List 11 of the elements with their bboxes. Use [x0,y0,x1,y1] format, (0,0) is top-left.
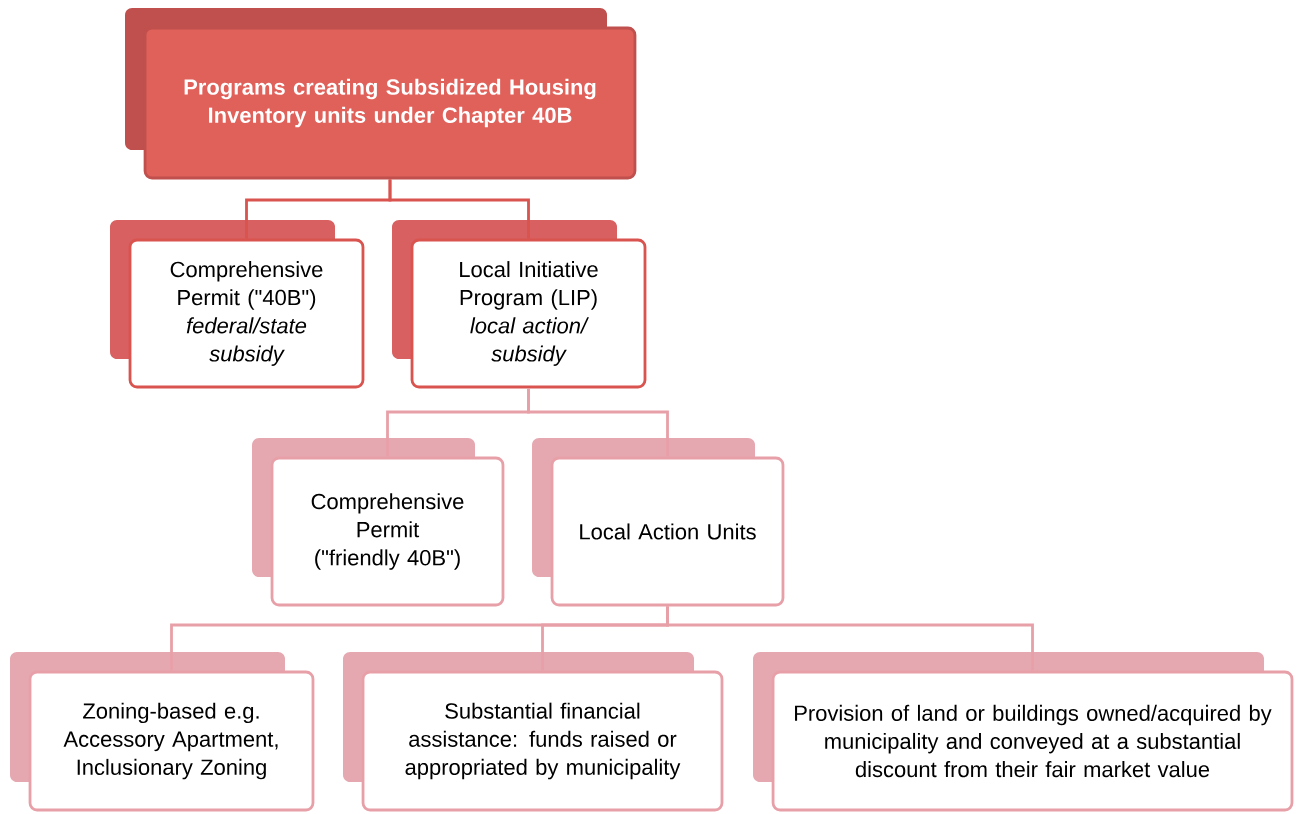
box: Provision of land or buildings owned/acquired by municipality and conveyed at a substantial discount from their fair market value [753,652,1294,812]
connector [388,179,530,239]
box: Zoning-based e.g. Accessory Apartment, Inclusionary Zoning [10,652,315,812]
connector [527,388,669,457]
box: Substantial financial assistance: funds raised or appropriated by municipality [343,652,724,812]
box: Comprehensive Permit ("friendly 40B") [252,438,505,607]
box: Programs creating Subsidized Housing Inventory units under Chapter 40B [125,8,637,180]
connector [666,606,1034,671]
box: Comprehensive Permit ("40B") federal/state subsidy [110,220,365,389]
box: Local Initiative Program (LIP) local action/ subsidy [392,220,647,389]
box: Local Action Units [532,438,785,607]
